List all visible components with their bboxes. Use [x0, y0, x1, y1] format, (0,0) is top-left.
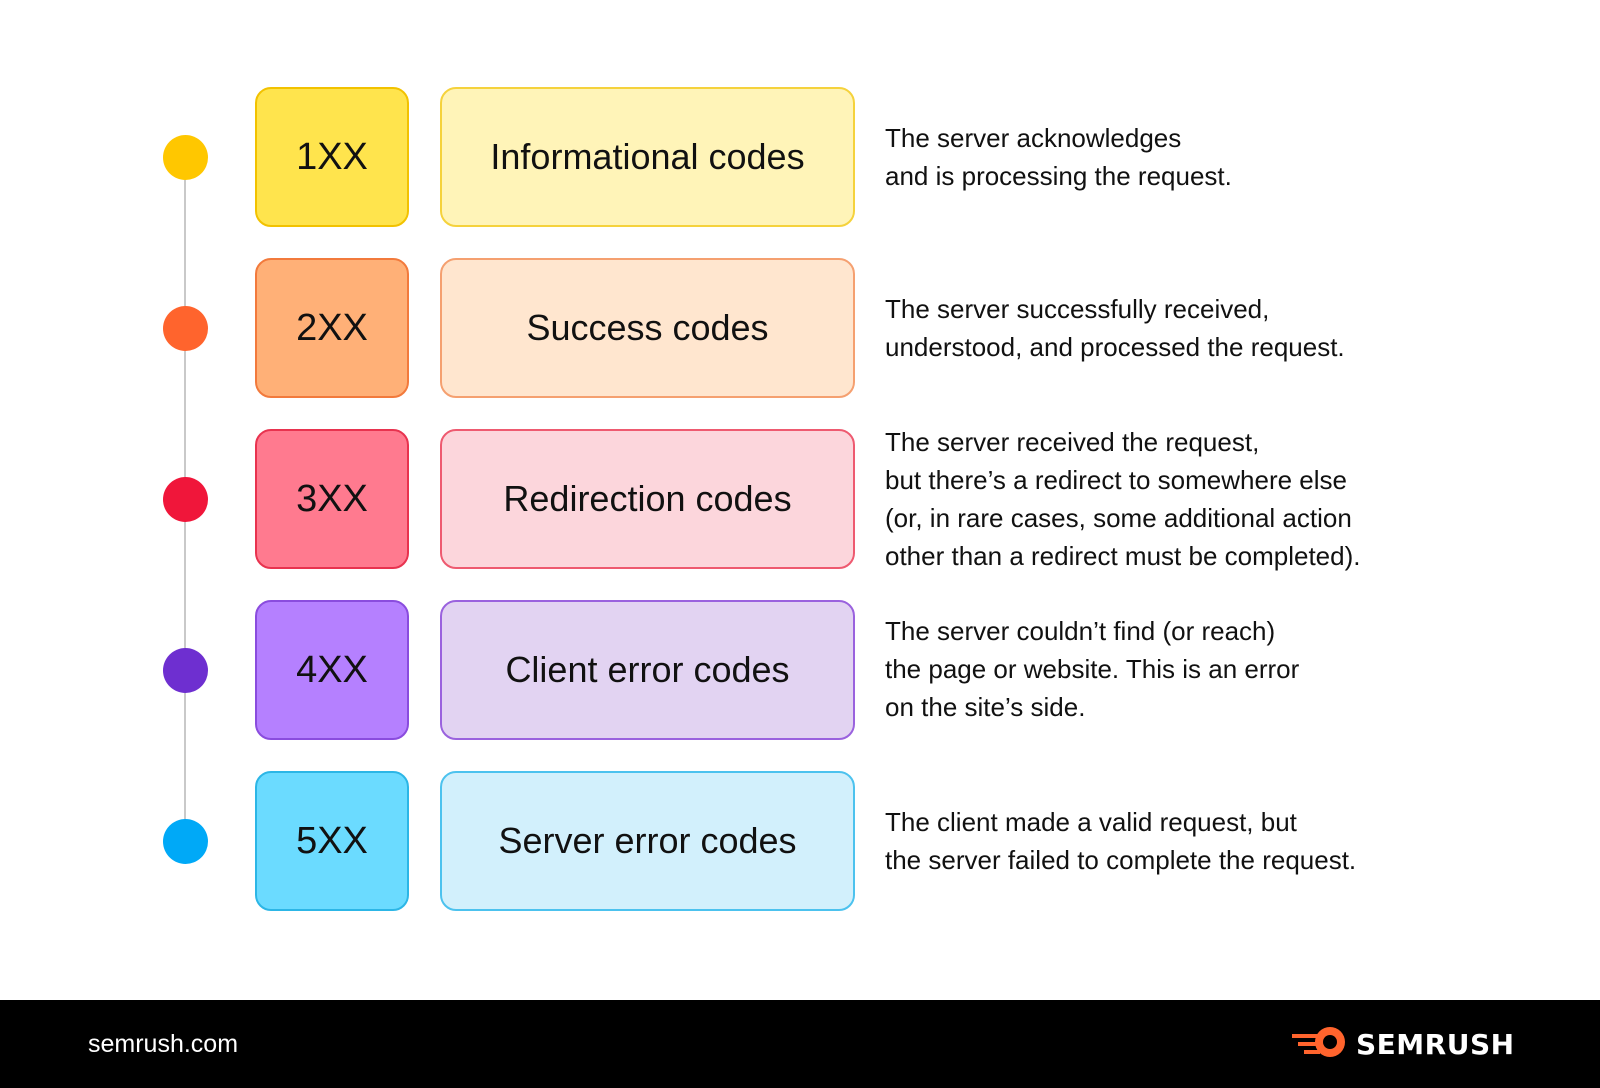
footer-bar: semrush.com SEMRUSH — [0, 1000, 1600, 1088]
status-name-box: Server error codes — [440, 771, 855, 911]
description-line: the server failed to complete the reques… — [885, 845, 1357, 875]
description-line: the page or website. This is an error — [885, 654, 1300, 684]
fireball-streak — [1292, 1033, 1320, 1038]
description-line: The server successfully received, — [885, 294, 1270, 324]
status-row-1xx: 1XX Informational codes The server ackno… — [0, 87, 1600, 229]
description-line: but there’s a redirect to somewhere else — [885, 465, 1347, 495]
description-line: on the site’s side. — [885, 692, 1086, 722]
timeline-dot — [163, 477, 208, 522]
timeline-dot — [163, 819, 208, 864]
status-codes-diagram: 1XX Informational codes The server ackno… — [0, 87, 1600, 913]
description-line: other than a redirect must be completed)… — [885, 541, 1361, 571]
description-line: The server received the request, — [885, 427, 1260, 457]
description-line: The server couldn’t find (or reach) — [885, 616, 1276, 646]
description-line: The client made a valid request, but — [885, 807, 1297, 837]
status-code-box: 4XX — [255, 600, 409, 740]
timeline-dot — [163, 135, 208, 180]
timeline-dot — [163, 306, 208, 351]
status-name-box: Redirection codes — [440, 429, 855, 569]
status-row-2xx: 2XX Success codes The server successfull… — [0, 258, 1600, 400]
semrush-fireball-icon — [1290, 1025, 1348, 1064]
brand-name: SEMRUSH — [1356, 1027, 1515, 1061]
status-description: The server acknowledges and is processin… — [885, 119, 1585, 195]
status-description: The client made a valid request, but the… — [885, 803, 1585, 879]
status-row-4xx: 4XX Client error codes The server couldn… — [0, 600, 1600, 742]
fireball-streak — [1298, 1041, 1318, 1046]
status-name-box: Success codes — [440, 258, 855, 398]
status-code-box: 1XX — [255, 87, 409, 227]
status-code-box: 2XX — [255, 258, 409, 398]
site-link[interactable]: semrush.com — [88, 1030, 239, 1058]
status-name-box: Informational codes — [440, 87, 855, 227]
description-line: understood, and processed the request. — [885, 332, 1345, 362]
fireball-hole — [1323, 1034, 1337, 1049]
status-name-box: Client error codes — [440, 600, 855, 740]
status-code-box: 5XX — [255, 771, 409, 911]
status-code-box: 3XX — [255, 429, 409, 569]
status-row-5xx: 5XX Server error codes The client made a… — [0, 771, 1600, 913]
status-row-3xx: 3XX Redirection codes The server receive… — [0, 427, 1600, 571]
description-line: The server acknowledges — [885, 123, 1182, 153]
description-line: (or, in rare cases, some additional acti… — [885, 503, 1352, 533]
description-line: and is processing the request. — [885, 161, 1232, 191]
status-description: The server received the request, but the… — [885, 423, 1585, 575]
status-description: The server couldn’t find (or reach) the … — [885, 612, 1585, 726]
brand-logo[interactable]: SEMRUSH — [1290, 1024, 1515, 1064]
status-description: The server successfully received, unders… — [885, 290, 1585, 366]
fireball-streak — [1304, 1049, 1320, 1054]
timeline-dot — [163, 648, 208, 693]
